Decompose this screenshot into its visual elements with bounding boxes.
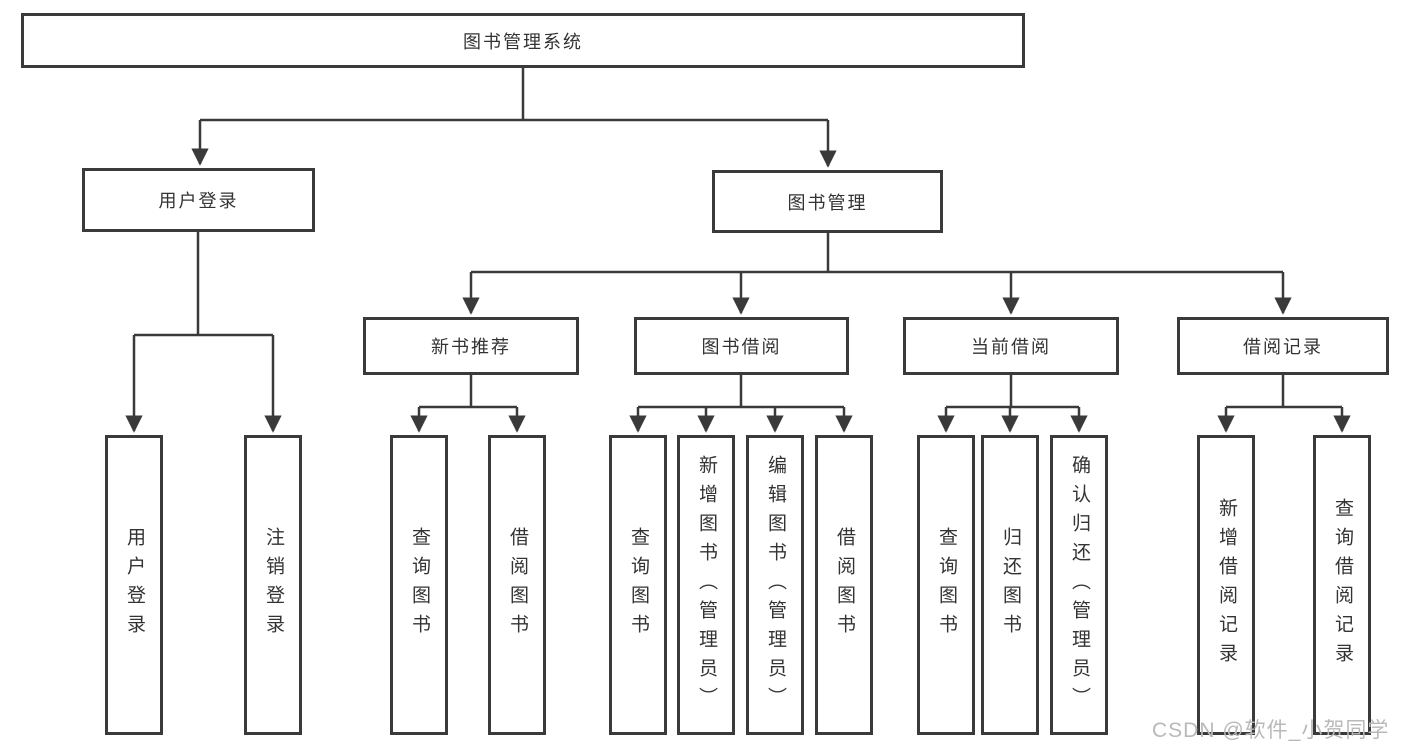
node-current-borrowing: 当前借阅 [903, 317, 1119, 375]
leaf-return-books: 归还图书 [981, 435, 1039, 735]
node-new-book-recommendation: 新书推荐 [363, 317, 579, 375]
leaf-query-borrow-record: 查询借阅记录 [1313, 435, 1371, 735]
leaf-borrow-books-recommend: 借阅图书 [488, 435, 546, 735]
csdn-watermark: CSDN @软件_小贺同学 [1152, 719, 1390, 742]
node-book-management: 图书管理 [712, 170, 943, 233]
node-library-management-system: 图书管理系统 [21, 13, 1025, 68]
leaf-user-login: 用户登录 [105, 435, 163, 735]
leaf-query-books-recommend: 查询图书 [390, 435, 448, 735]
node-book-borrowing: 图书借阅 [634, 317, 849, 375]
node-user-login: 用户登录 [82, 168, 315, 232]
node-borrowing-records: 借阅记录 [1177, 317, 1389, 375]
leaf-add-borrow-record: 新增借阅记录 [1197, 435, 1255, 735]
leaf-edit-book-admin: 编辑图书（管理员） [746, 435, 804, 735]
leaf-confirm-return-admin: 确认归还（管理员） [1050, 435, 1108, 735]
leaf-borrow-books: 借阅图书 [815, 435, 873, 735]
leaf-add-book-admin: 新增图书（管理员） [677, 435, 735, 735]
leaf-query-books-current: 查询图书 [917, 435, 975, 735]
connectors [125, 68, 1351, 433]
leaf-query-books-borrowing: 查询图书 [609, 435, 667, 735]
leaf-logout-login: 注销登录 [244, 435, 302, 735]
